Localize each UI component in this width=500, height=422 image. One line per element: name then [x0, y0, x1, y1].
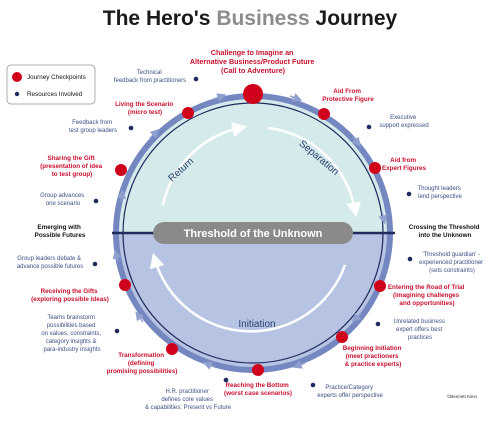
thought-leaders-label: Thought leaders lend perspective: [417, 186, 462, 200]
legend: Journey Checkpoints Resources Involved: [6, 64, 96, 105]
call-to-adventure-label: Challenge to Imagine an Alternative Busi…: [190, 48, 316, 75]
ring-arrow: [135, 311, 145, 323]
checkpoint-aid-expert: [369, 162, 381, 174]
checkpoint-living-scenario: [182, 107, 194, 119]
initiation-arrow: [149, 252, 347, 333]
checkpoint-aid-protective: [318, 108, 330, 120]
credit-label: ©Bennett Klein: [447, 393, 478, 399]
aid-expert-label: Aid from Expert Figures: [382, 157, 427, 172]
sharing-gift-label: Sharing the Gift (presentation of idea t…: [40, 155, 104, 178]
resource-dot: [406, 191, 412, 197]
technical-feedback-label: Technical feedback from practitioners: [114, 70, 186, 84]
unknown-world-half: [116, 233, 390, 370]
ring-arrow: [112, 249, 122, 263]
emerging-futures-label: Emerging with Possible Futures: [35, 224, 86, 239]
separation-arrow: [267, 126, 362, 218]
checkpoint-road-of-trial: [374, 280, 386, 292]
checkpoint-beginning-initiation: [336, 331, 348, 343]
ring-arrow: [213, 93, 227, 102]
ring-arrow: [202, 361, 216, 370]
living-scenario-label: Living the Scenario (micro test): [115, 101, 175, 116]
unrelated-expert-label: Unrelated business expert offers best pr…: [393, 319, 446, 341]
ring-arrow: [149, 128, 160, 139]
checkpoint-bottom: [252, 364, 264, 376]
transformation-label: Transformation (defining promising possi…: [107, 352, 178, 375]
ring-arrow: [378, 211, 388, 225]
return-arrow: [161, 122, 248, 206]
resource-dot: [310, 382, 316, 388]
known-world-half: [116, 96, 390, 233]
group-advances-label: Group advances one scenario: [40, 193, 86, 207]
crossing-threshold-label: Crossing the Threshold into the Unknown: [409, 224, 481, 239]
checkpoint-sharing-gift: [115, 164, 127, 176]
group-leaders-label: Group leaders debate & advance possible …: [17, 256, 83, 270]
resource-dot: [223, 377, 229, 383]
ring-arrow: [292, 360, 306, 369]
reaching-bottom-label: Reaching the Bottom (worst case scenario…: [224, 382, 292, 397]
resource-legend-icon: [14, 91, 20, 97]
resource-dot: [375, 321, 381, 327]
ring-arrow: [351, 136, 361, 147]
checkpoint-legend-icon: [12, 72, 22, 82]
page-title: The Hero's Business Journey: [103, 7, 398, 30]
aid-protective-label: Aid From Protective Figure: [322, 88, 374, 103]
resource-dot: [114, 328, 120, 334]
resource-dot: [93, 198, 99, 204]
legend-resources-label: Resources Involved: [27, 91, 83, 98]
ring-arrow: [351, 312, 362, 323]
executive-support-label: Executive support expressed: [379, 115, 428, 129]
feedback-test-group-label: Feedback from test group leaders: [69, 120, 117, 134]
threshold-bar: [153, 222, 353, 244]
resource-dot: [407, 256, 413, 262]
threshold-label: Threshold of the Unknown: [184, 228, 323, 240]
resource-dot: [128, 125, 134, 131]
phase-initiation-label: Initiation: [238, 319, 275, 330]
brainstorm-label: Teams brainstorm possibilities based on …: [41, 315, 102, 353]
threshold-guardian-label: 'Threshold guardian' - experienced pract…: [419, 252, 485, 274]
hr-practitioner-label: H.R. practitioner defines core values & …: [145, 389, 232, 411]
checkpoint-transformation: [166, 343, 178, 355]
ring-arrow: [116, 189, 126, 203]
checkpoint-receiving-gifts: [119, 279, 131, 291]
resource-dot: [366, 124, 372, 130]
road-of-trial-label: Entering the Road of Trial (imagining ch…: [388, 284, 466, 307]
resource-dot: [193, 76, 199, 82]
legend-checkpoints-label: Journey Checkpoints: [27, 74, 86, 81]
practice-category-label: Practice/Category experts offer perspect…: [317, 385, 383, 399]
receiving-gifts-label: Receiving the Gifts (exploring possible …: [31, 288, 109, 303]
resource-dot: [92, 261, 98, 267]
ring-arrow: [289, 93, 303, 102]
beginning-initiation-label: Beginning Initiation (meet practioners &…: [343, 345, 404, 368]
checkpoint-call-to-adventure: [243, 84, 263, 104]
